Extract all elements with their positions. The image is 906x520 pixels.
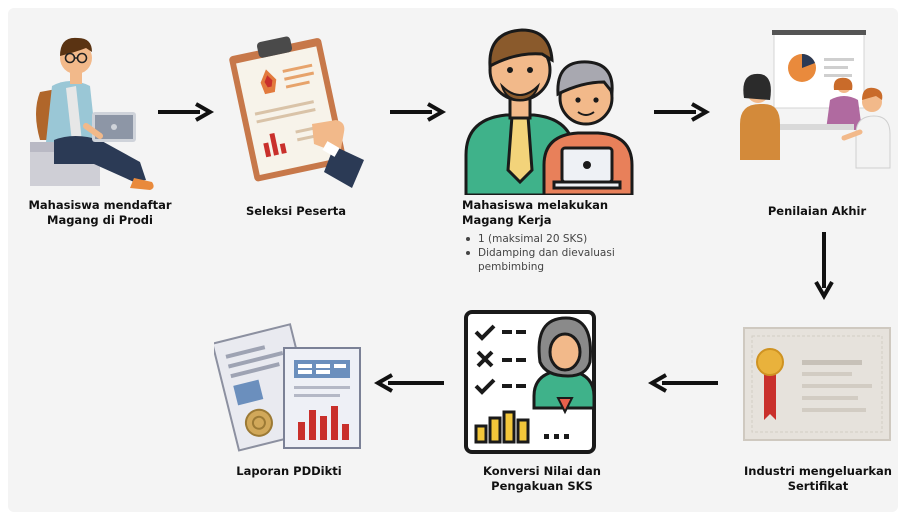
grade-checklist-icon [464, 310, 596, 454]
label-line: Seleksi Peserta [245, 204, 347, 218]
arrow-down-icon [814, 232, 834, 300]
step-label-magang: Mahasiswa melakukan Magang Kerja [462, 198, 642, 228]
mentor-and-intern-icon [464, 28, 634, 195]
label-line: Industri mengeluarkan [743, 464, 892, 478]
arrow-right-icon [654, 102, 711, 122]
label-line: Laporan PDDikti [236, 464, 342, 478]
bullet-item: Didamping dan dievaluasi pembimbing [466, 246, 656, 274]
step-label-sertifikat: Industri mengeluarkan Sertifikat [738, 464, 898, 494]
label-line: Sertifikat [787, 479, 849, 493]
arrow-left-icon [374, 373, 444, 393]
step-bullets-magang: 1 (maksimal 20 SKS) Didamping dan dieval… [466, 232, 656, 274]
label-line: Mahasiswa mendaftar [28, 198, 172, 212]
clipboard-report-icon [229, 36, 364, 188]
presentation-meeting-icon [740, 30, 891, 169]
bullet-item: 1 (maksimal 20 SKS) [466, 232, 656, 246]
label-line: Penilaian Akhir [767, 204, 867, 218]
step-label-laporan: Laporan PDDikti [214, 464, 364, 479]
arrow-left-icon [648, 373, 718, 393]
report-documents-icon [214, 323, 361, 452]
label-line: Pengakuan SKS [491, 479, 593, 493]
step-label-seleksi: Seleksi Peserta [226, 204, 366, 219]
arrow-right-icon [390, 102, 447, 122]
label-line: Magang di Prodi [47, 213, 153, 227]
label-line: Konversi Nilai dan [483, 464, 601, 478]
step-label-konversi: Konversi Nilai dan Pengakuan SKS [462, 464, 622, 494]
step-label-penilaian: Penilaian Akhir [752, 204, 882, 219]
label-line: Magang Kerja [462, 213, 552, 227]
student-laptop-icon [30, 37, 154, 190]
step-label-daftar: Mahasiswa mendaftar Magang di Prodi [20, 198, 180, 228]
arrow-right-icon [158, 102, 215, 122]
label-line: Mahasiswa melakukan [462, 198, 609, 212]
flow-diagram: Mahasiswa mendaftar Magang di Prodi [8, 8, 898, 512]
certificate-icon [743, 327, 891, 441]
